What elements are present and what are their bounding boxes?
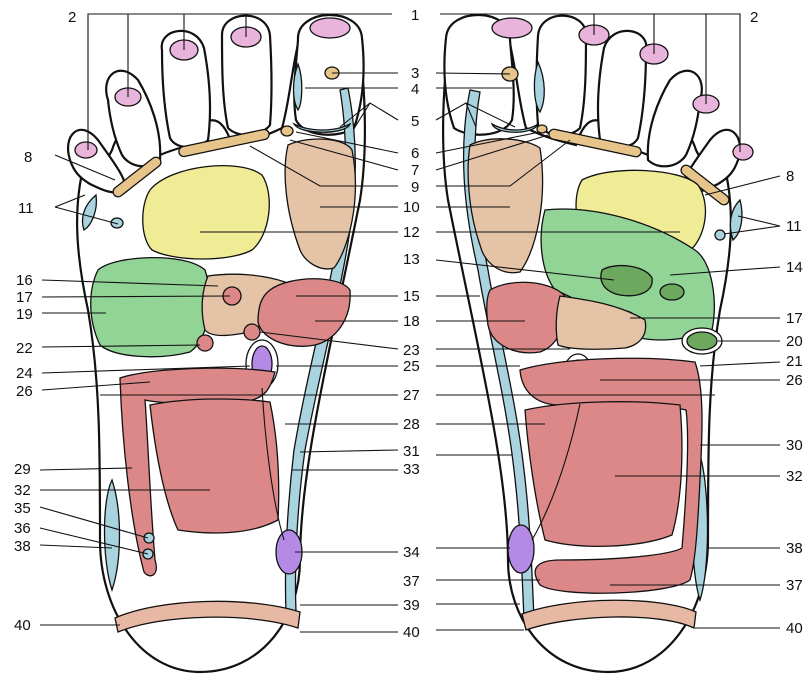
- label-23: 23: [403, 342, 420, 359]
- label-29: 29: [14, 461, 31, 478]
- left-neck-point: [281, 126, 293, 136]
- right-zone-18: [487, 282, 566, 353]
- label-1: 1: [411, 7, 419, 24]
- label-40-right: 40: [786, 620, 803, 637]
- label-20: 20: [786, 333, 803, 350]
- label-15: 15: [403, 288, 420, 305]
- right-zone-20: [687, 332, 717, 350]
- label-37-right: 37: [786, 577, 803, 594]
- right-toe-tip-big: [492, 18, 532, 38]
- label-8-right: 8: [786, 168, 794, 185]
- label-21: 21: [786, 353, 803, 370]
- label-3: 3: [411, 65, 419, 82]
- left-foot: [68, 15, 365, 672]
- left-lung: [143, 166, 270, 259]
- label-31: 31: [403, 443, 420, 460]
- right-zone-14: [601, 266, 652, 296]
- label-28: 28: [403, 416, 420, 433]
- label-26-left: 26: [16, 383, 33, 400]
- left-point-22: [197, 335, 213, 351]
- label-4: 4: [411, 81, 419, 98]
- label-30: 30: [786, 437, 803, 454]
- left-toe-tip-little: [75, 142, 97, 158]
- label-5: 5: [411, 113, 419, 130]
- label-12: 12: [403, 224, 420, 241]
- left-point-23: [244, 324, 260, 340]
- right-zone-34: [508, 525, 534, 573]
- label-22: 22: [16, 340, 33, 357]
- label-2-left: 2: [68, 9, 76, 26]
- label-6: 6: [411, 145, 419, 162]
- right-zone-14b: [660, 284, 684, 300]
- label-9: 9: [411, 179, 419, 196]
- label-7: 7: [411, 162, 419, 179]
- label-17-right: 17: [786, 310, 803, 327]
- label-35: 35: [14, 500, 31, 517]
- left-zone-18: [258, 279, 350, 347]
- right-outer-edge-strip: [730, 200, 742, 240]
- label-40-left: 40: [14, 617, 31, 634]
- label-39: 39: [403, 597, 420, 614]
- label-13: 13: [403, 251, 420, 268]
- label-32-left: 32: [14, 482, 31, 499]
- label-38-right: 38: [786, 540, 803, 557]
- label-36: 36: [14, 520, 31, 537]
- label-34: 34: [403, 544, 420, 561]
- right-toe-tip-little: [733, 144, 753, 160]
- label-26-right: 26: [786, 372, 803, 389]
- label-37-center: 37: [403, 573, 420, 590]
- left-toe-tip-big: [310, 18, 350, 38]
- label-16: 16: [16, 272, 33, 289]
- right-zone-32: [525, 402, 682, 547]
- label-2-right: 2: [750, 9, 758, 26]
- label-19: 19: [16, 306, 33, 323]
- right-foot: [443, 15, 753, 672]
- label-32-right: 32: [786, 468, 803, 485]
- label-25: 25: [403, 358, 420, 375]
- label-14: 14: [786, 259, 803, 276]
- label-27: 27: [403, 387, 420, 404]
- label-10: 10: [403, 199, 420, 216]
- right-third-toe: [598, 31, 646, 147]
- label-24: 24: [16, 365, 33, 382]
- label-18: 18: [403, 313, 420, 330]
- left-point-35: [144, 533, 154, 543]
- right-point-11: [715, 230, 725, 240]
- label-8-left: 8: [24, 149, 32, 166]
- label-11-right: 11: [786, 218, 802, 235]
- label-17-left: 17: [16, 289, 33, 306]
- label-38-left: 38: [14, 538, 31, 555]
- label-40-center: 40: [403, 624, 420, 641]
- left-zone-19: [91, 258, 210, 357]
- label-33: 33: [403, 461, 420, 478]
- label-11-left: 11: [18, 200, 34, 217]
